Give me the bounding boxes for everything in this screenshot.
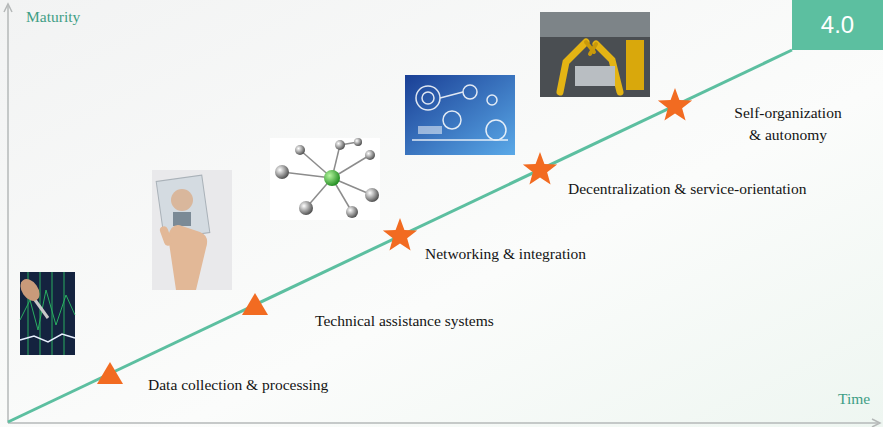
assistance-picture — [152, 170, 232, 290]
version-label: 4.0 — [821, 11, 854, 39]
stage-label: Data collection & processing — [148, 374, 328, 396]
axes — [4, 4, 880, 427]
data-picture — [17, 272, 75, 355]
stage-markers — [97, 88, 692, 384]
factory-picture — [540, 12, 650, 97]
axis-title: Maturity — [26, 6, 80, 28]
stage-label: Networking & integration — [425, 243, 586, 265]
stage-label: Decentralization & service-orientation — [568, 178, 806, 200]
stage-label: Self-organization & autonomy — [728, 102, 848, 147]
axis-title: Time — [838, 388, 870, 410]
maturity-line — [8, 50, 792, 422]
version-box: 4.0 — [792, 0, 883, 50]
network-picture — [270, 138, 380, 220]
stage-label: Technical assistance systems — [315, 310, 494, 332]
interface-picture — [405, 75, 515, 155]
